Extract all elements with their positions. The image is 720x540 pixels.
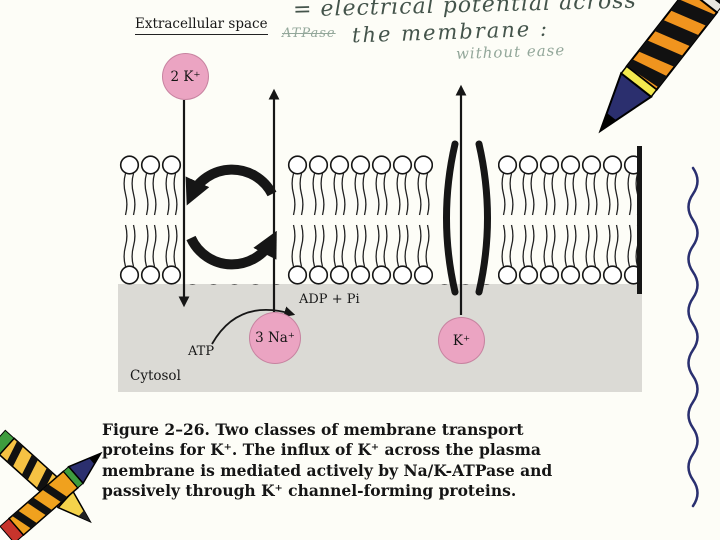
cytosol-region — [118, 284, 642, 392]
extracellular-space-label: Extracellular space — [135, 16, 268, 35]
cytosol-label: Cytosol — [130, 368, 181, 384]
membrane-edge-bar — [637, 146, 642, 294]
transport-arrows — [178, 84, 467, 315]
potassium-ions-top-badge: 2 K⁺ — [162, 53, 209, 100]
figure-caption-body: Two classes of membrane transport protei… — [102, 420, 553, 501]
atp-label: ATP — [188, 344, 215, 359]
k-channel-protein — [443, 140, 491, 296]
handwritten-note-line3: without ease — [455, 41, 566, 63]
adp-pi-label: ADP + Pi — [299, 292, 360, 307]
atp-hydrolysis-arrow — [211, 306, 296, 345]
sodium-ions-badge: 3 Na⁺ — [249, 312, 301, 364]
potassium-ion-bottom-badge: K⁺ — [438, 317, 485, 364]
figure-caption: Figure 2–26. Two classes of membrane tra… — [102, 420, 582, 502]
handwritten-note-crossed-out: ATPase — [282, 26, 336, 41]
pump-cycle-arrows — [185, 164, 277, 270]
figure-caption-label: Figure 2–26. — [102, 420, 210, 439]
